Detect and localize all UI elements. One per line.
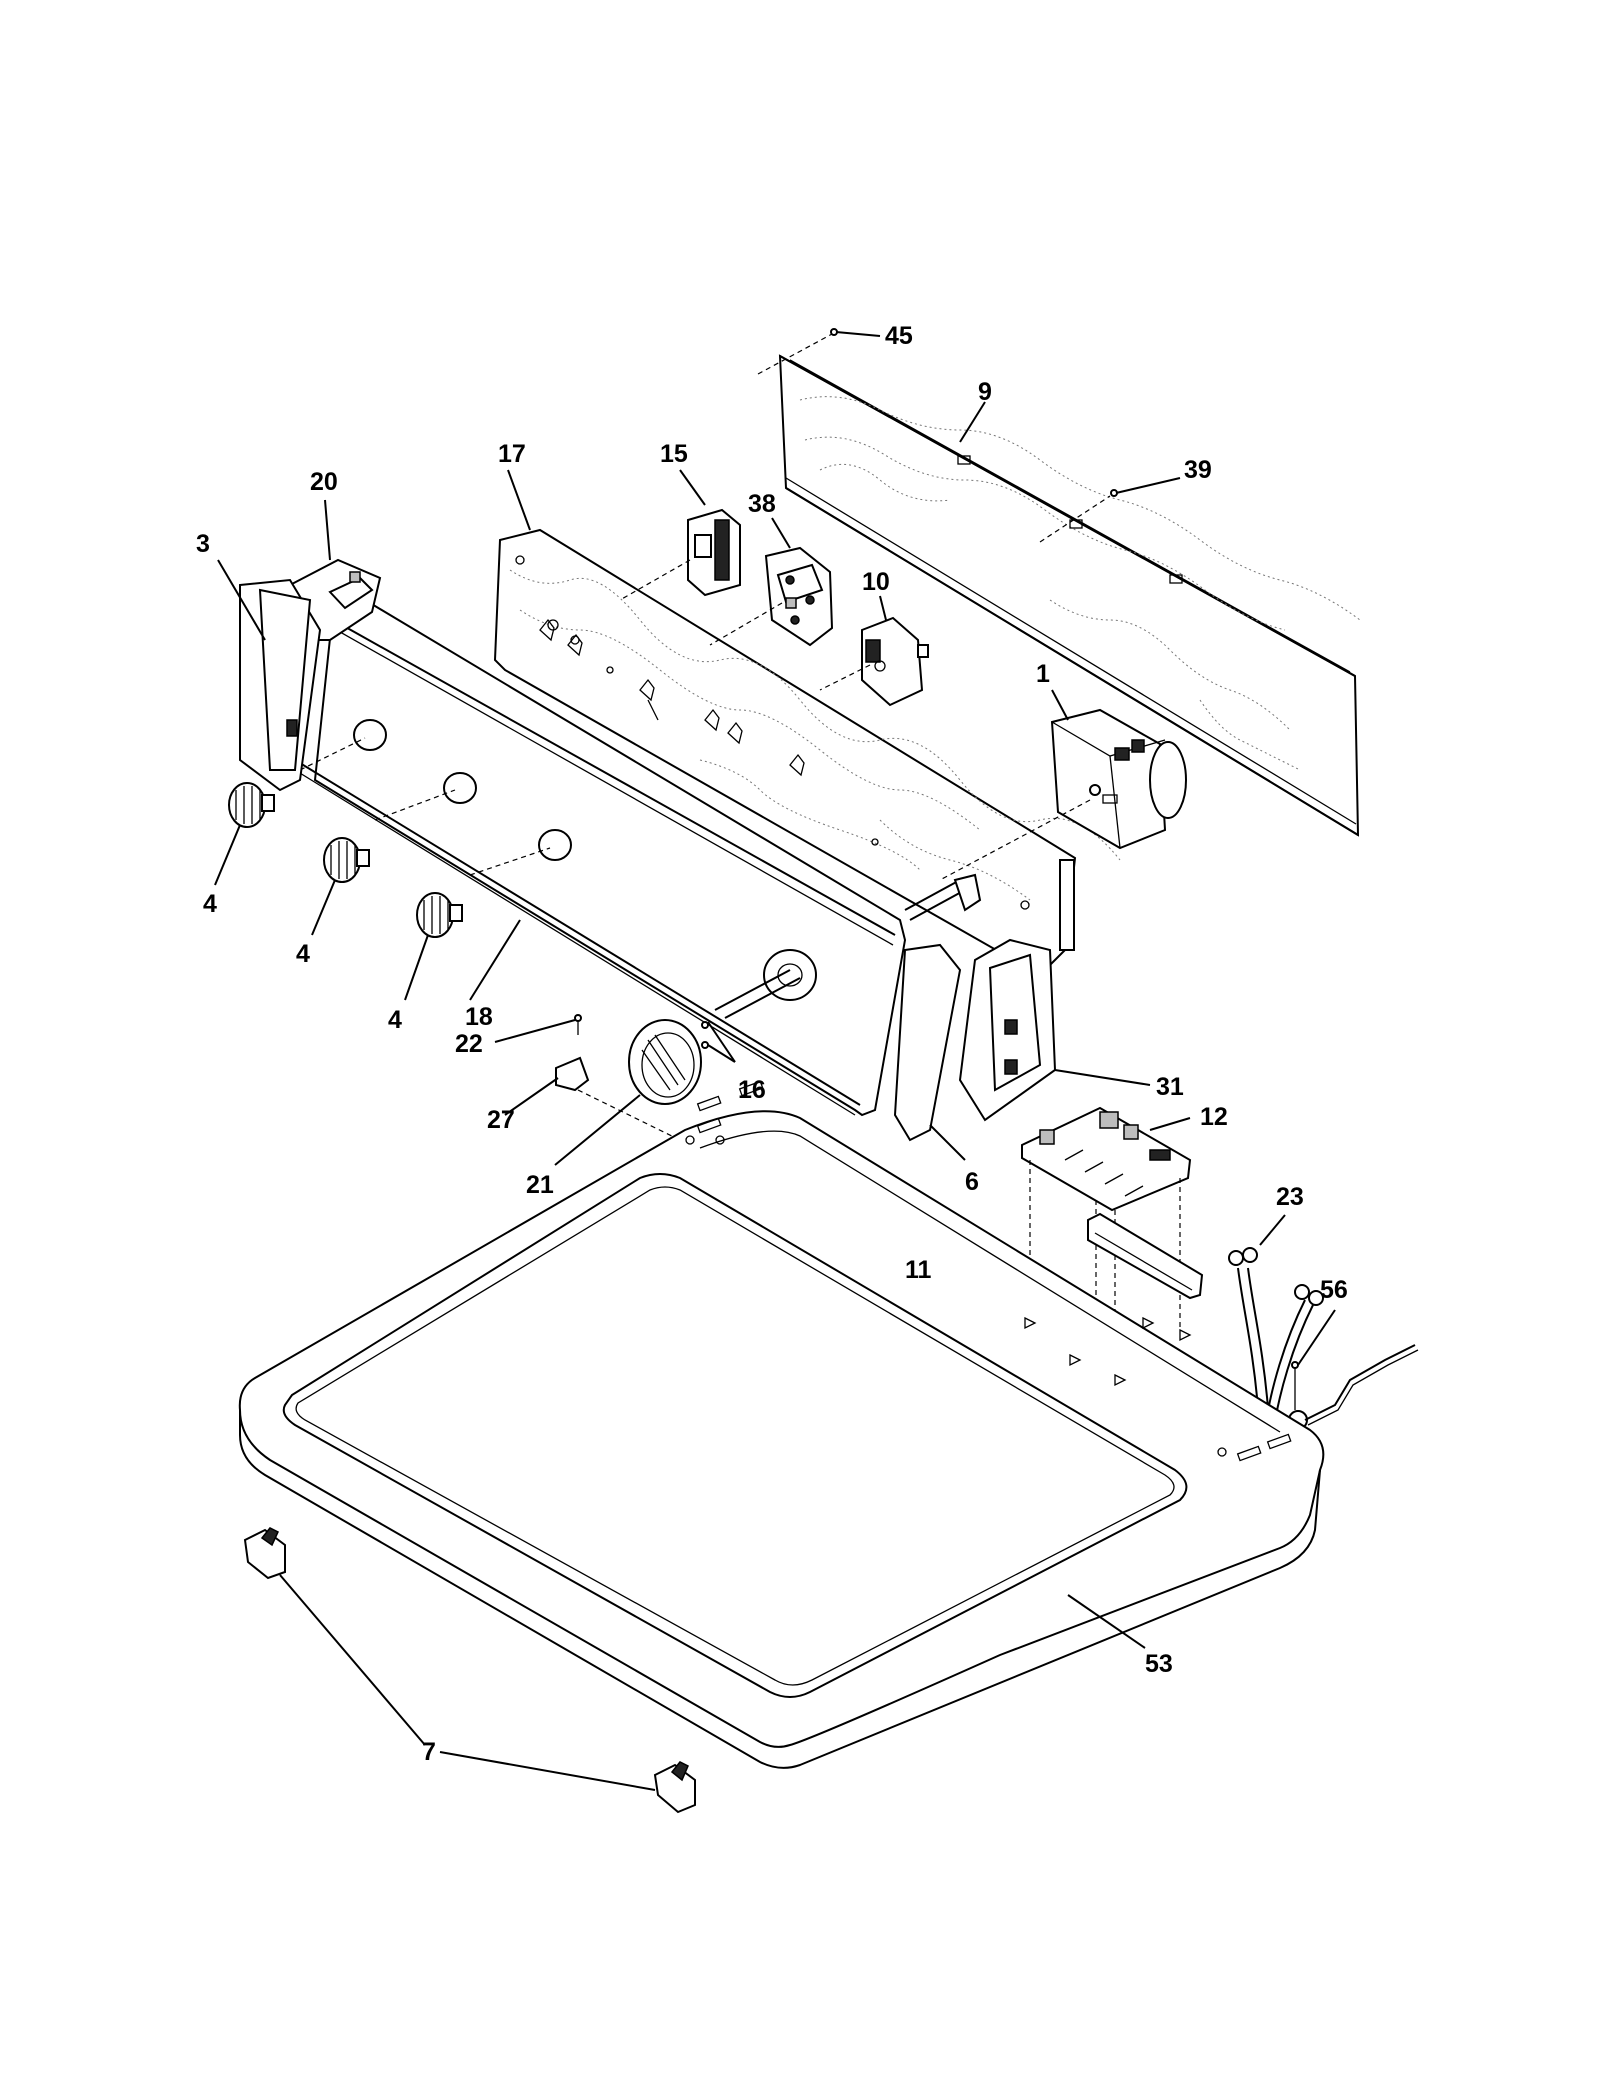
callout-10: 10: [862, 568, 890, 596]
ground-screw-part-56: [1288, 1309, 1419, 1430]
callout-18: 18: [465, 1003, 493, 1031]
callout-4a: 4: [203, 890, 217, 918]
control-panel-back-part: [493, 469, 1121, 977]
knob-part-4c: [404, 892, 463, 1001]
end-cap-part-6: [893, 943, 966, 1161]
leg-part-7b: [439, 1751, 696, 1814]
switch-part-15: [619, 469, 741, 601]
callout-4b: 4: [296, 940, 310, 968]
knob-part-4a: [214, 782, 275, 886]
selector-switch-part-38: [709, 517, 834, 647]
callout-7: 7: [422, 1738, 436, 1766]
callout-6: 6: [965, 1168, 979, 1196]
callout-11: 11: [905, 1256, 932, 1284]
callout-45: 45: [885, 322, 913, 350]
screw-part-22: [494, 1014, 582, 1043]
top-cover-part-53: [238, 1080, 1325, 1769]
callout-56: 56: [1320, 1276, 1348, 1304]
control-panel-front-part: [294, 598, 907, 1117]
callout-15: 15: [660, 440, 688, 468]
knob-part-4b: [311, 837, 370, 936]
callout-12: 12: [1200, 1103, 1228, 1131]
switch-part-10: [819, 595, 929, 707]
callout-38: 38: [748, 490, 776, 518]
callout-31: 31: [1156, 1073, 1184, 1101]
timer-knob-part-21: [554, 1019, 702, 1166]
callout-23: 23: [1276, 1183, 1304, 1211]
screw-part-39: [1039, 477, 1181, 543]
callout-22: 22: [455, 1030, 483, 1058]
callout-4c: 4: [388, 1006, 402, 1034]
callout-3: 3: [196, 530, 210, 558]
callout-labels: 45 9 39 17 15 38 10 20 3 1 4 4 4 18 22 1…: [196, 322, 1348, 1766]
timer-part-1: [939, 689, 1187, 881]
screw-part-16: [701, 1021, 736, 1063]
leg-part-7a: [243, 1527, 426, 1746]
callout-16: 16: [738, 1076, 766, 1104]
callout-9: 9: [978, 378, 992, 406]
rear-panel-part: [778, 354, 1361, 837]
callout-21: 21: [526, 1171, 554, 1199]
bracket-part-27: [504, 1056, 681, 1141]
callout-20: 20: [310, 468, 338, 496]
end-cap-part-3: [217, 559, 322, 792]
support-rod: [904, 873, 982, 921]
callout-39: 39: [1184, 456, 1212, 484]
callout-1: 1: [1036, 660, 1050, 688]
callout-27: 27: [487, 1106, 515, 1134]
end-cap-part-31: [958, 938, 1151, 1122]
screw-part-45: [757, 328, 881, 375]
callout-53: 53: [1145, 1650, 1173, 1678]
callout-17: 17: [498, 440, 526, 468]
